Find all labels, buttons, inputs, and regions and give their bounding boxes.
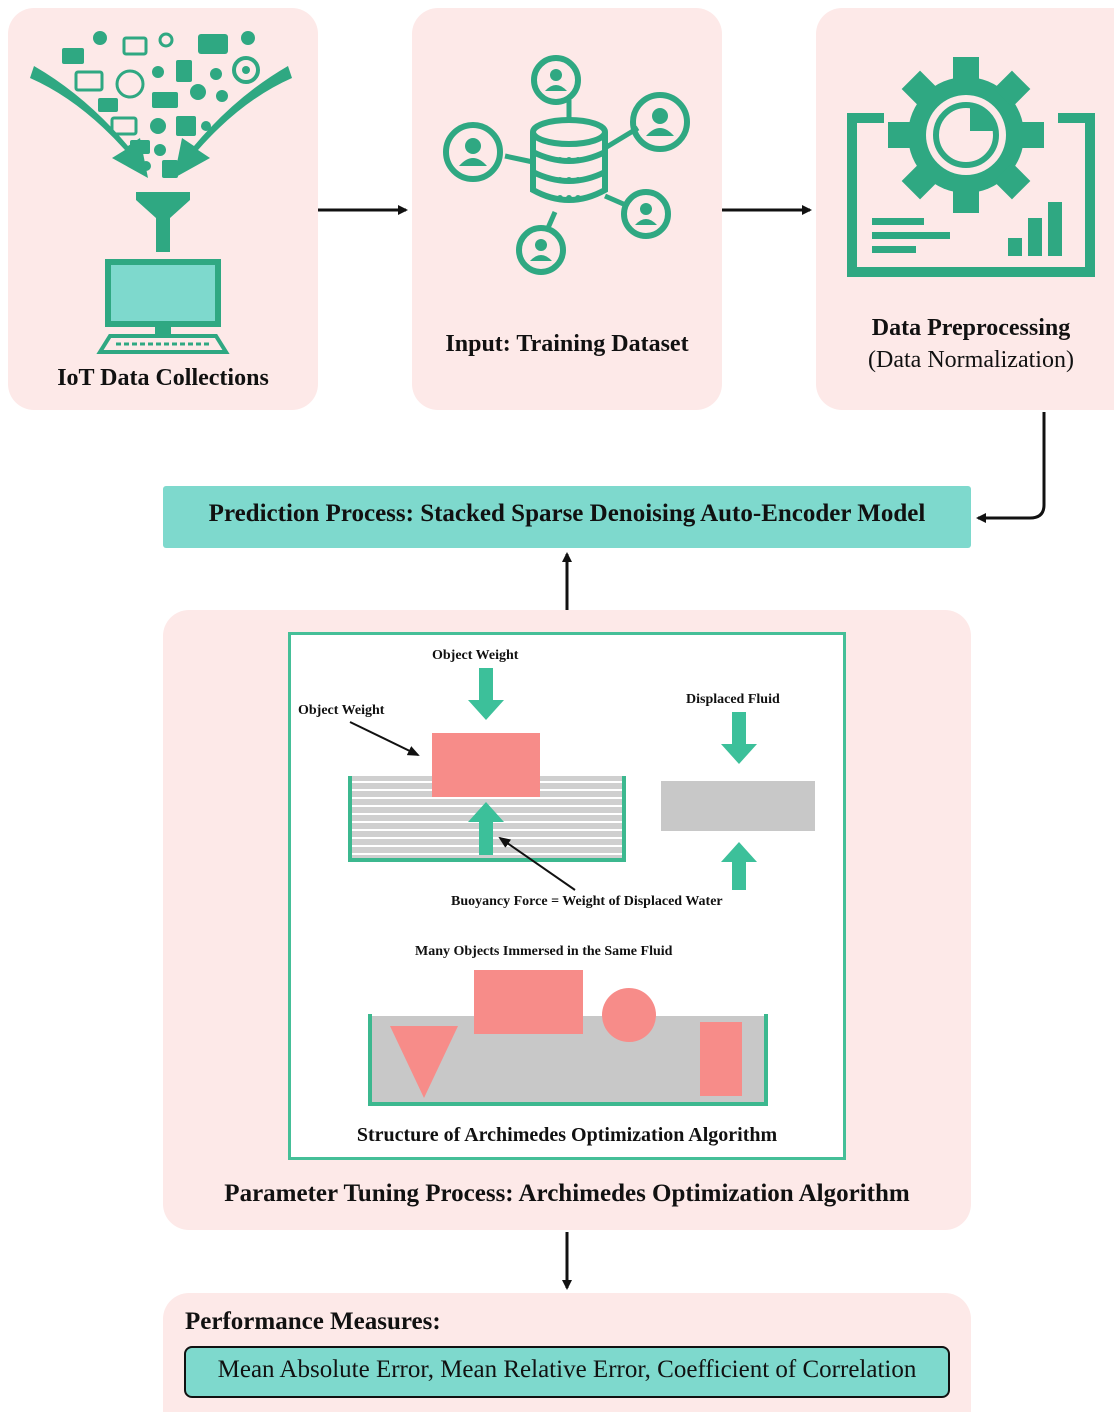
iot-collection-icon (30, 31, 292, 354)
preprocess-subtitle: (Data Normalization) (868, 347, 1074, 373)
flow-arrows (318, 205, 1046, 1290)
buoyancy-label: Buoyancy Force = Weight of Displaced Wat… (451, 894, 723, 909)
performance-title: Performance Measures: (185, 1308, 441, 1335)
user-icons (443, 55, 690, 275)
dataset-network-icon (443, 55, 690, 275)
performance-measures: Mean Absolute Error, Mean Relative Error… (217, 1356, 917, 1383)
aoa-structure-label: Structure of Archimedes Optimization Alg… (356, 1124, 778, 1146)
many-objects-label: Many Objects Immersed in the Same Fluid (415, 944, 673, 959)
iot-label: IoT Data Collections (57, 365, 269, 391)
preprocessing-gear-icon (847, 57, 1095, 277)
preprocess-title: Data Preprocessing (871, 315, 1071, 341)
displaced-fluid-label: Displaced Fluid (686, 692, 780, 707)
object-weight-top-label: Object Weight (432, 648, 519, 663)
aoa-illustration (348, 668, 815, 1106)
object-weight-side-label: Object Weight (298, 703, 385, 718)
aoa-panel-title: Parameter Tuning Process: Archimedes Opt… (224, 1180, 910, 1207)
fluid-container-2 (368, 970, 768, 1106)
prediction-bar (163, 486, 971, 548)
performance-measures-box (184, 1346, 950, 1398)
displaced-fluid-block (661, 781, 815, 831)
prediction-label: Prediction Process: Stacked Sparse Denoi… (208, 500, 926, 527)
input-label: Input: Training Dataset (445, 331, 689, 357)
force-arrows (468, 668, 757, 890)
